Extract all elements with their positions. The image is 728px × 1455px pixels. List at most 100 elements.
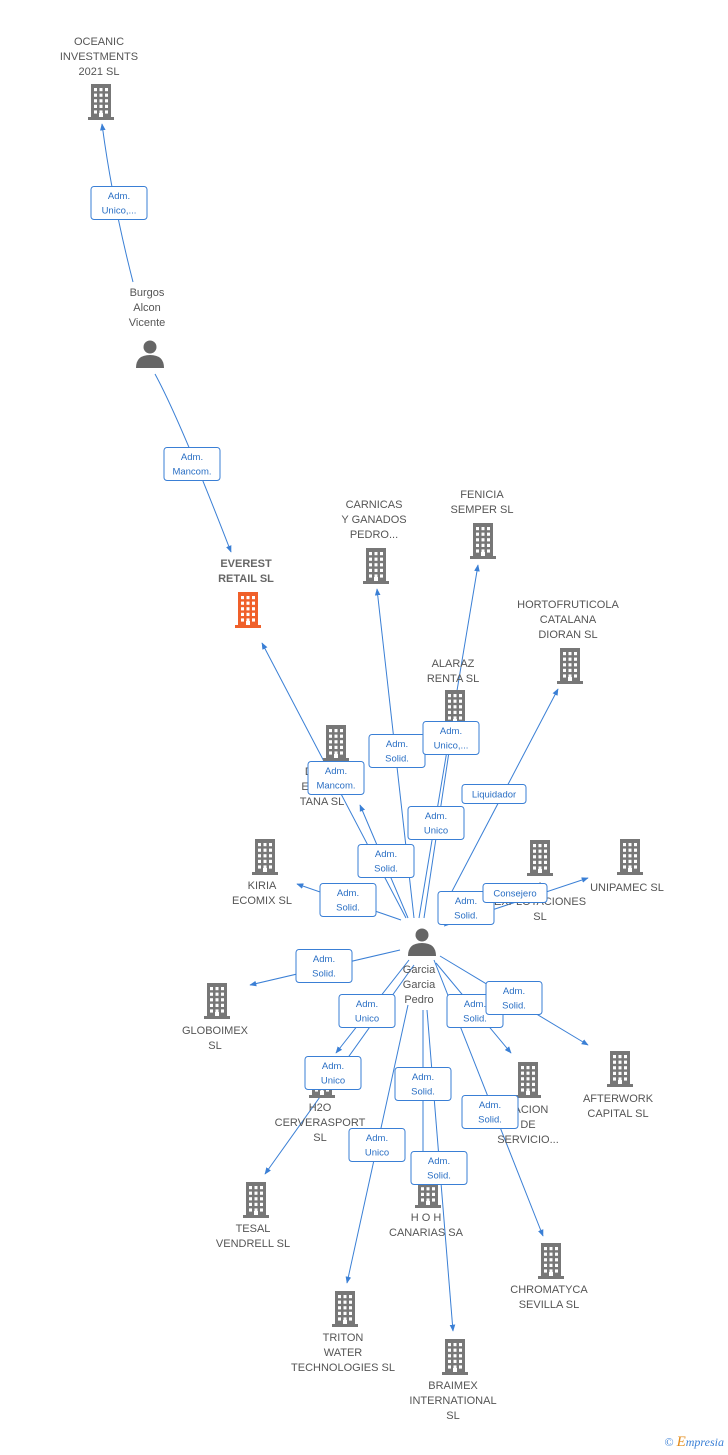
edge-label-box[interactable]: Adm.Unico bbox=[348, 1128, 406, 1162]
node-tesal[interactable]: TESAL VENDRELL SL bbox=[216, 1182, 290, 1250]
node-label-line[interactable]: KIRIA bbox=[248, 880, 277, 892]
node-label-line[interactable]: DE bbox=[520, 1119, 535, 1131]
node-label-line[interactable]: ECOMIX SL bbox=[232, 895, 292, 907]
node-label-line[interactable]: BRAIMEX bbox=[428, 1380, 478, 1392]
edge-label-box[interactable]: Adm.Solid. bbox=[394, 1067, 452, 1101]
edge-label-box[interactable]: Adm.Solid. bbox=[437, 891, 495, 925]
building-icon[interactable] bbox=[557, 648, 583, 684]
edge-label-box[interactable]: Liquidador bbox=[461, 784, 527, 804]
edge-label-box[interactable]: Adm.Solid. bbox=[357, 844, 415, 878]
node-label-line[interactable]: WATER bbox=[324, 1347, 363, 1359]
node-label-line[interactable]: TANA SL bbox=[300, 796, 344, 808]
node-label-line[interactable]: SL bbox=[533, 911, 546, 923]
node-chromatyca[interactable]: CHROMATYCA SEVILLA SL bbox=[510, 1243, 588, 1311]
node-triton[interactable]: TRITON WATER TECHNOLOGIES SL bbox=[291, 1291, 395, 1374]
node-label-line[interactable]: INVESTMENTS bbox=[60, 51, 138, 63]
edge-label-box[interactable]: Adm.Solid. bbox=[410, 1151, 468, 1185]
building-icon[interactable] bbox=[617, 839, 643, 875]
node-label-line[interactable]: CAPITAL SL bbox=[587, 1108, 648, 1120]
node-label-line[interactable]: AFTERWORK bbox=[583, 1093, 654, 1105]
edge-label-box[interactable]: Adm.Unico bbox=[407, 806, 465, 840]
node-label-line[interactable]: CANARIAS SA bbox=[389, 1227, 464, 1239]
edge-label-box[interactable]: Adm.Solid. bbox=[368, 734, 426, 768]
node-label-line[interactable]: H2O bbox=[309, 1102, 332, 1114]
node-label-line[interactable]: Alcon bbox=[133, 302, 161, 314]
node-label-line[interactable]: INTERNATIONAL bbox=[409, 1395, 496, 1407]
node-label-line[interactable]: CATALANA bbox=[540, 614, 597, 626]
node-label-line[interactable]: SERVICIO... bbox=[497, 1134, 559, 1146]
building-icon[interactable] bbox=[442, 690, 468, 726]
building-icon[interactable] bbox=[538, 1243, 564, 1279]
node-everest[interactable]: EVEREST RETAIL SL bbox=[218, 558, 274, 628]
node-label-line[interactable]: Burgos bbox=[130, 287, 165, 299]
edge-label-box[interactable]: Adm.Unico bbox=[338, 994, 396, 1028]
building-icon[interactable] bbox=[515, 1062, 541, 1098]
building-icon[interactable] bbox=[332, 1291, 358, 1327]
node-label-line[interactable]: Garcia bbox=[403, 979, 436, 991]
node-explotaciones[interactable]: AEXPLOTACIONESSL bbox=[494, 840, 586, 923]
node-label-line[interactable]: SEMPER SL bbox=[451, 504, 514, 516]
building-icon[interactable] bbox=[442, 1339, 468, 1375]
node-globoimex[interactable]: GLOBOIMEX SL bbox=[182, 983, 249, 1052]
node-kiria[interactable]: KIRIA ECOMIX SL bbox=[232, 839, 292, 907]
building-icon[interactable] bbox=[252, 839, 278, 875]
node-alaraz[interactable]: ALARAZ RENTA SL bbox=[427, 658, 479, 726]
node-unipamec[interactable]: UNIPAMEC SL bbox=[590, 839, 664, 894]
building-icon[interactable] bbox=[527, 840, 553, 876]
node-braimex[interactable]: BRAIMEX INTERNATIONAL SL bbox=[409, 1339, 497, 1422]
node-label-line[interactable]: RENTA SL bbox=[427, 673, 479, 685]
brand-footer[interactable]: ©Empresia bbox=[664, 1434, 724, 1451]
building-icon[interactable] bbox=[204, 983, 230, 1019]
edge-label-box[interactable]: Adm.Unico bbox=[304, 1056, 362, 1090]
building-icon[interactable] bbox=[363, 548, 389, 584]
edge-label-box[interactable]: Adm.Solid. bbox=[485, 981, 543, 1015]
building-icon[interactable] bbox=[470, 523, 496, 559]
edge-label-box[interactable]: Consejero bbox=[482, 883, 548, 903]
node-label-line[interactable]: 2021 SL bbox=[79, 66, 120, 78]
edge-label-box[interactable]: Adm.Unico,... bbox=[422, 721, 480, 755]
node-label-line[interactable]: CERVERASPORT bbox=[275, 1117, 366, 1129]
node-label-line[interactable]: FENICIA bbox=[460, 489, 504, 501]
node-oceanic[interactable]: OCEANIC INVESTMENTS 2021 SL bbox=[60, 36, 138, 120]
person-icon[interactable] bbox=[408, 928, 436, 957]
node-fenicia[interactable]: FENICIA SEMPER SL bbox=[451, 489, 514, 559]
node-label-line[interactable]: ALARAZ bbox=[432, 658, 475, 670]
node-label-line[interactable]: TESAL bbox=[236, 1223, 271, 1235]
node-label-line[interactable]: DIORAN SL bbox=[538, 629, 597, 641]
node-label-line[interactable]: EVEREST bbox=[220, 558, 272, 570]
node-label-line[interactable]: SL bbox=[313, 1132, 326, 1144]
node-afterwork[interactable]: AFTERWORK CAPITAL SL bbox=[583, 1051, 654, 1120]
building-icon[interactable] bbox=[607, 1051, 633, 1087]
building-icon[interactable] bbox=[88, 84, 114, 120]
node-label-line[interactable]: GLOBOIMEX bbox=[182, 1025, 249, 1037]
node-label-line[interactable]: Garcia bbox=[403, 964, 436, 976]
node-label-line[interactable]: UNIPAMEC SL bbox=[590, 882, 664, 894]
node-label-line[interactable]: SL bbox=[446, 1410, 459, 1422]
node-label-line[interactable]: Y GANADOS bbox=[341, 514, 406, 526]
node-label-line[interactable]: OCEANIC bbox=[74, 36, 124, 48]
building-icon[interactable] bbox=[243, 1182, 269, 1218]
node-label-line[interactable]: SL bbox=[208, 1040, 221, 1052]
node-label-line[interactable]: TRITON bbox=[323, 1332, 364, 1344]
node-hortofruticola[interactable]: HORTOFRUTICOLA CATALANA DIORAN SL bbox=[517, 599, 619, 684]
node-label-line[interactable]: PEDRO... bbox=[350, 529, 398, 541]
node-label-line[interactable]: CARNICAS bbox=[346, 499, 403, 511]
node-label-line[interactable]: HORTOFRUTICOLA bbox=[517, 599, 619, 611]
node-label-line[interactable]: TECHNOLOGIES SL bbox=[291, 1362, 395, 1374]
node-label-line[interactable]: CHROMATYCA bbox=[510, 1284, 588, 1296]
node-label-line[interactable]: RETAIL SL bbox=[218, 573, 274, 585]
person-icon[interactable] bbox=[136, 340, 164, 369]
node-label-line[interactable]: Pedro bbox=[404, 994, 433, 1006]
building-icon[interactable] bbox=[323, 725, 349, 761]
node-label-line[interactable]: SEVILLA SL bbox=[519, 1299, 580, 1311]
edge-label-box[interactable]: Adm.Solid. bbox=[295, 949, 353, 983]
edge-label-box[interactable]: Adm.Unico,... bbox=[90, 186, 148, 220]
building-icon[interactable] bbox=[235, 592, 261, 628]
edge-label-box[interactable]: Adm.Solid. bbox=[319, 883, 377, 917]
node-label-line[interactable]: H O H bbox=[411, 1212, 442, 1224]
node-label-line[interactable]: VENDRELL SL bbox=[216, 1238, 290, 1250]
edge-label-box[interactable]: Adm.Mancom. bbox=[163, 447, 221, 481]
edge-label-box[interactable]: Adm.Mancom. bbox=[307, 761, 365, 795]
